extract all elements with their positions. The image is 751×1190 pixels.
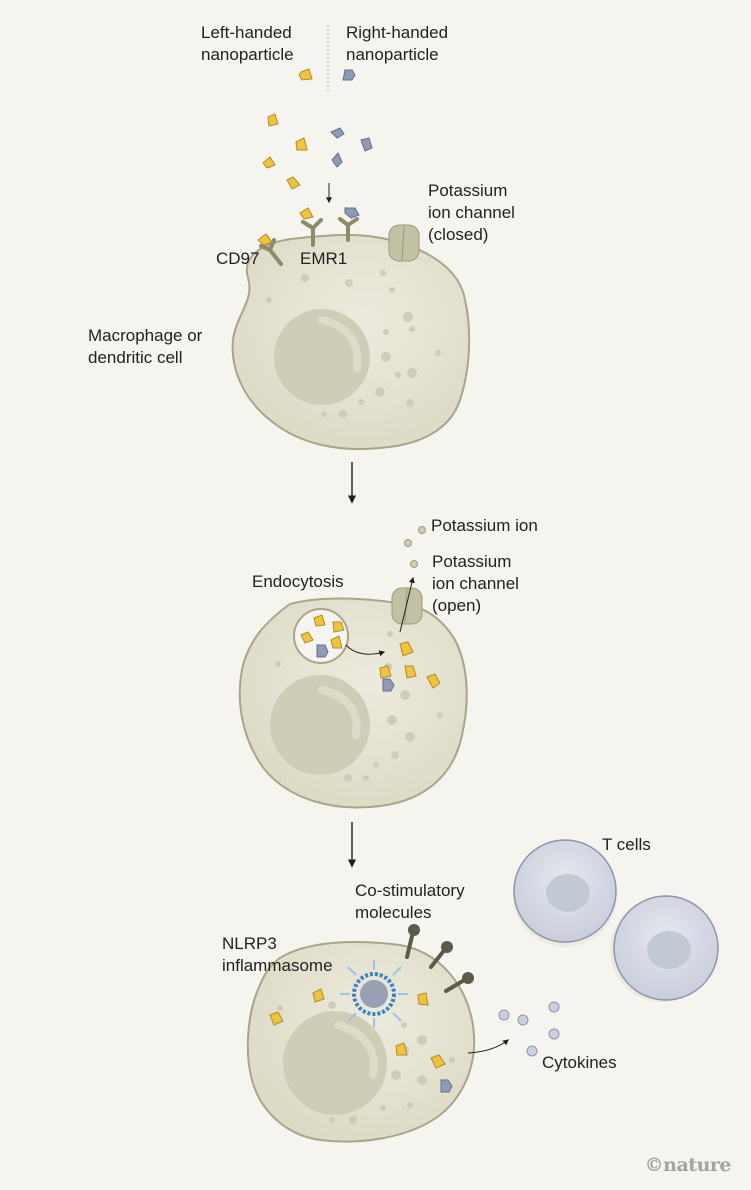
emr1-receptor-right: [338, 217, 359, 242]
cytoplasm-particles: [269, 988, 453, 1093]
cell-type-label: Macrophage or dendritic cell: [88, 326, 203, 367]
nlrp3-inflammasome-icon: [340, 960, 408, 1028]
potassium-ion-label: Potassium ion: [431, 516, 538, 535]
emr1-label: EMR1: [300, 249, 348, 268]
cytokines-label: Cytokines: [542, 1053, 617, 1072]
cd97-label: CD97: [216, 249, 260, 268]
right-handed-label: Right-handed nanoparticle: [346, 23, 449, 64]
transport-arrow: [345, 644, 386, 657]
nlrp3-label: NLRP3 inflammasome: [222, 934, 333, 975]
channel-closed-label: Potassium ion channel (closed): [428, 181, 515, 244]
left-handed-label: Left-handed nanoparticle: [201, 23, 294, 64]
potassium-channel-open: [391, 587, 423, 625]
t-cell-2: [610, 895, 719, 1002]
macrophage-cell-2: [238, 597, 468, 809]
cytokines: [498, 1001, 560, 1057]
cd97-receptor: [259, 238, 283, 266]
cytoplasm-particles: [379, 641, 441, 692]
channel-open-label: Potassium ion channel (open): [432, 552, 519, 615]
co-stimulatory-label: Co-stimulatory molecules: [355, 881, 465, 922]
t-cell-1: [513, 839, 617, 947]
endocytosis-label: Endocytosis: [252, 572, 344, 591]
nature-credit: ©nature: [644, 1154, 732, 1176]
potassium-channel-closed: [388, 224, 420, 262]
vesicle-particles: [300, 614, 345, 658]
macrophage-cell-1: [231, 233, 471, 451]
emr1-receptor-left: [301, 218, 323, 247]
efflux-arrow: [399, 576, 415, 633]
secretion-arrow: [467, 1039, 509, 1054]
potassium-ions: [404, 526, 426, 568]
macrophage-cell-3: [246, 941, 476, 1143]
right-handed-particle-icon: [342, 69, 356, 81]
t-cells-label: T cells: [602, 835, 651, 854]
incoming-particles: [262, 113, 373, 190]
left-handed-particle-icon: [298, 68, 313, 81]
